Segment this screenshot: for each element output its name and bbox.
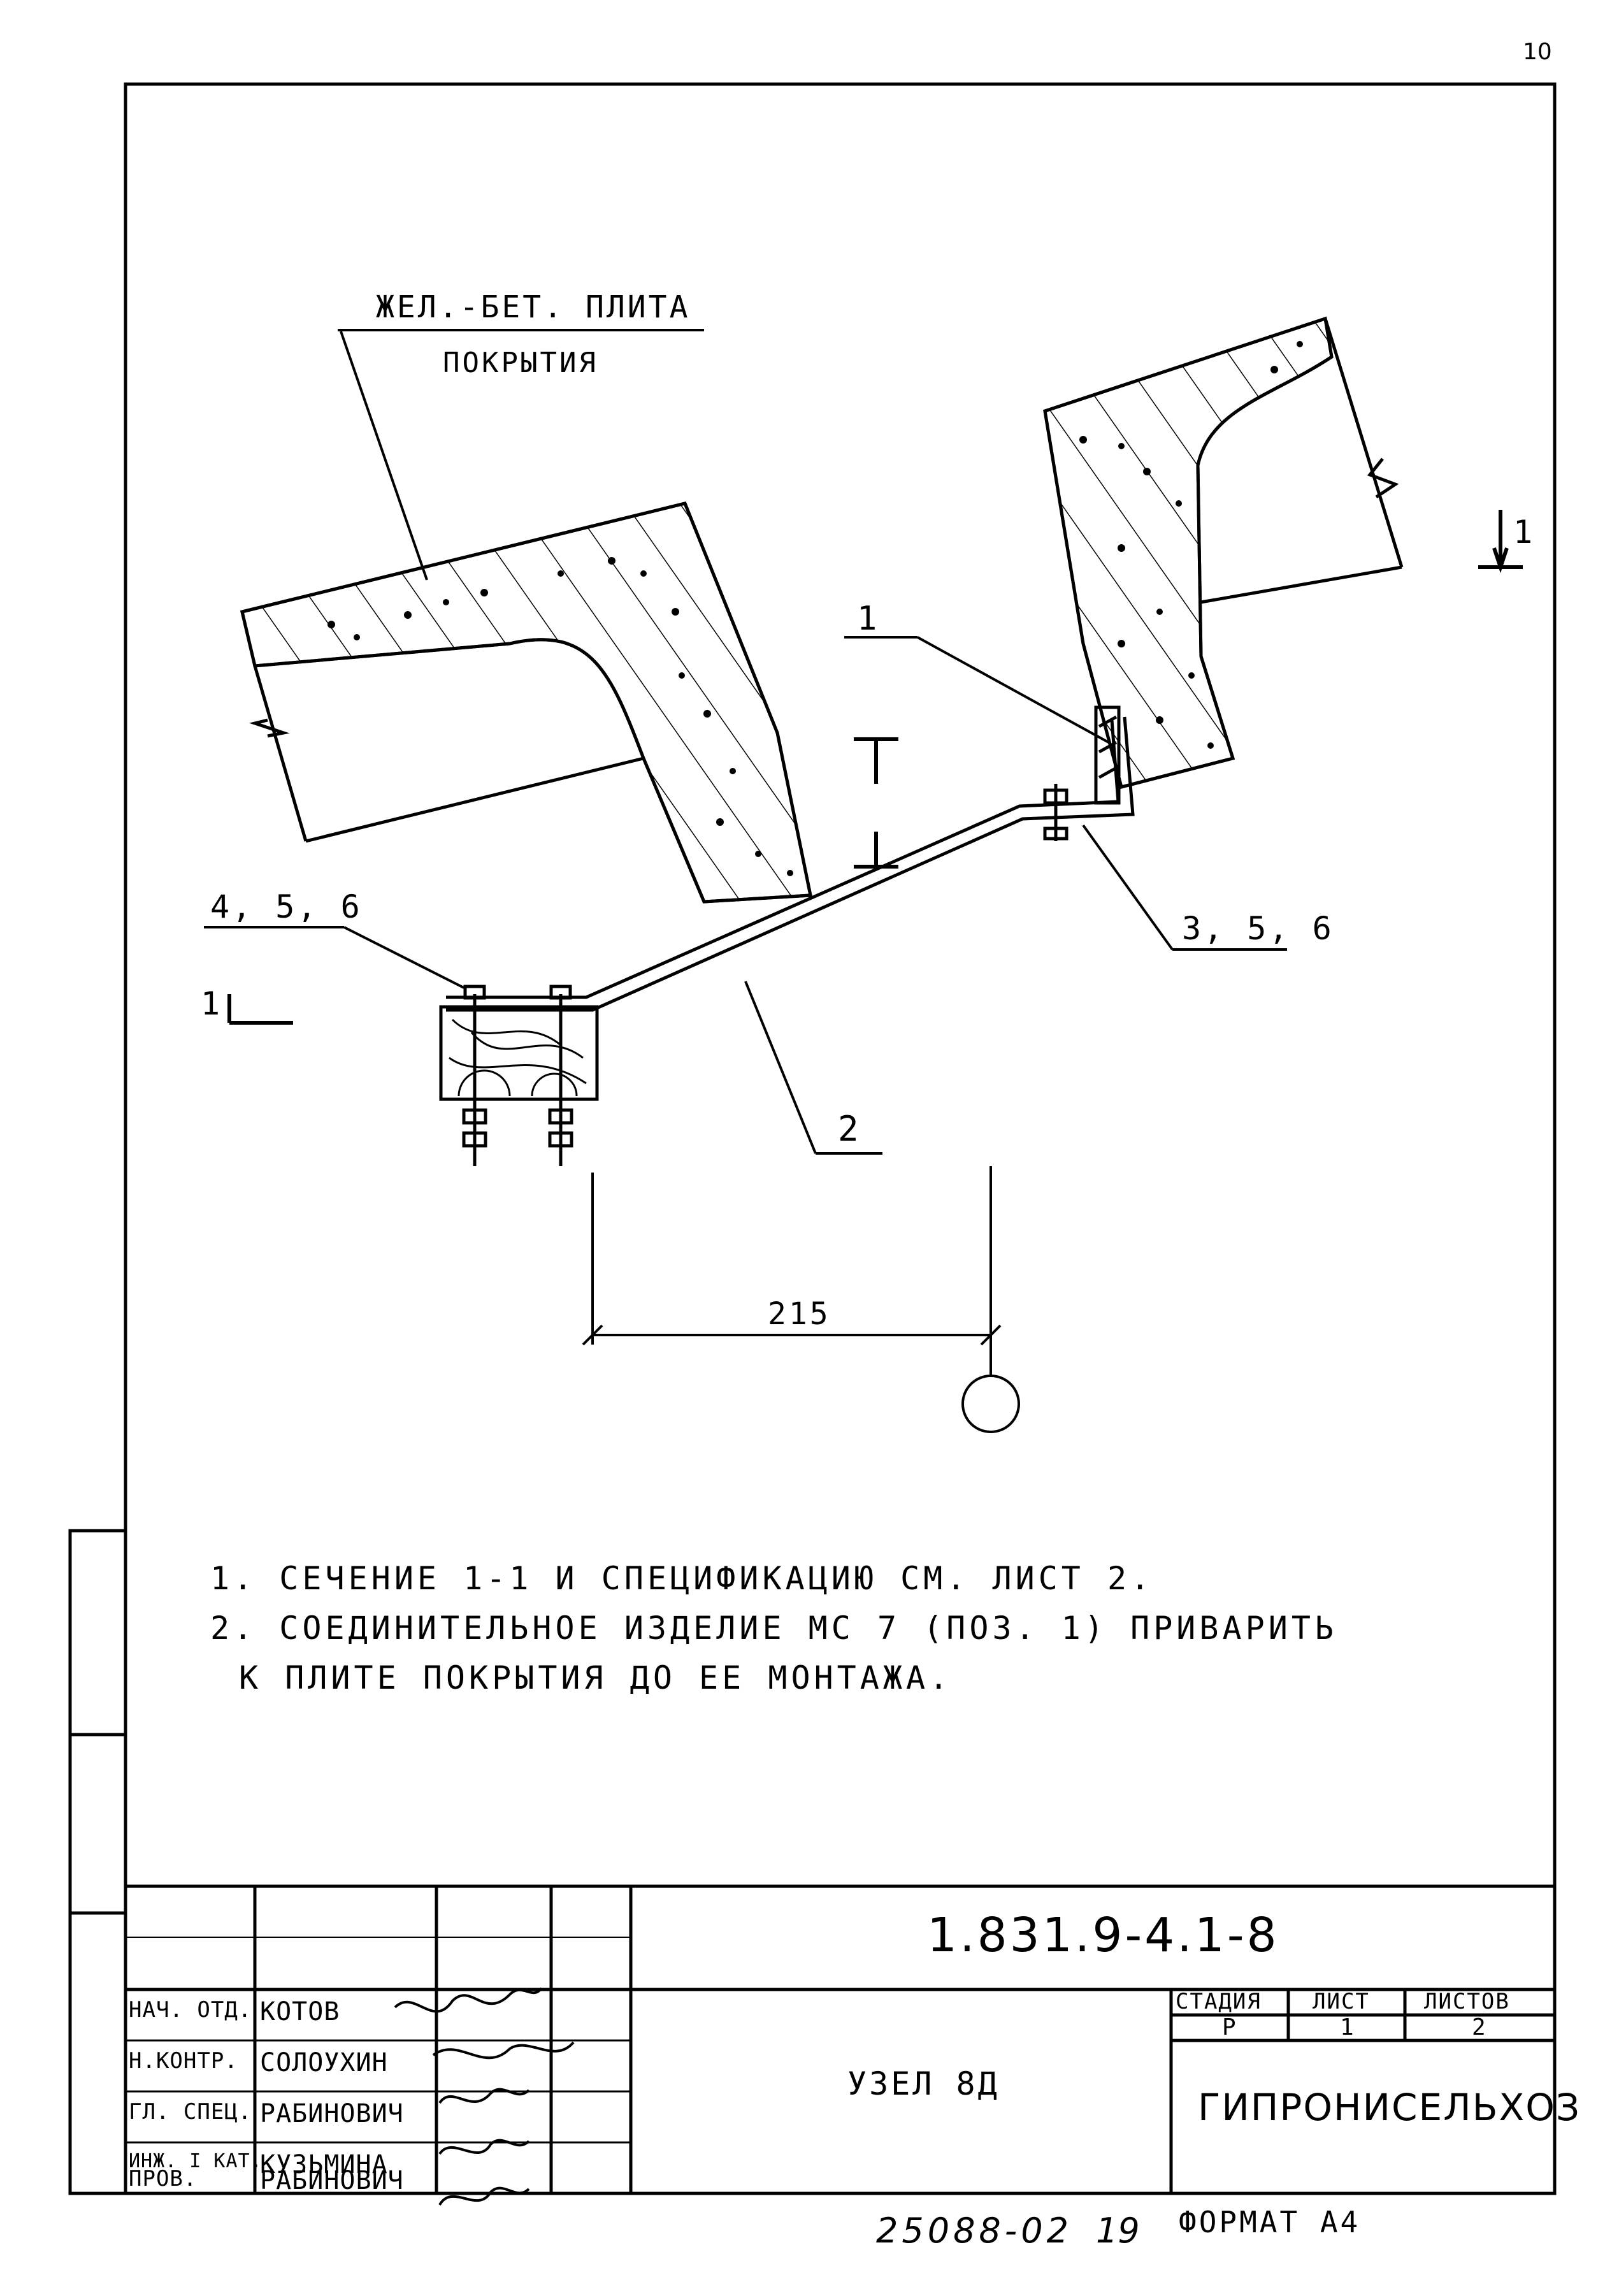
section-marks xyxy=(227,510,1523,1025)
sheets-value: 2 xyxy=(1472,2014,1487,2040)
callout-1: 1 xyxy=(857,600,880,638)
callout-3-5-6: 3, 5, 6 xyxy=(1182,910,1334,947)
dimension-215 xyxy=(582,1166,1020,1433)
title-block-grid xyxy=(126,1884,1555,2193)
signatures-handwritten xyxy=(394,1987,575,2206)
sign-role-5: ПРОВ. xyxy=(129,2166,198,2191)
sign-role-4: ИНЖ. I КАТ. xyxy=(129,2150,263,2172)
sign-name-5: РАБИНОВИЧ xyxy=(260,2166,404,2195)
callout-2: 2 xyxy=(838,1109,861,1149)
sign-name-3: РАБИНОВИЧ xyxy=(260,2099,404,2128)
section-mark-right-label: 1 xyxy=(1513,514,1536,551)
timber-beam xyxy=(439,985,599,1166)
callout-4-5-6: 4, 5, 6 xyxy=(210,888,363,925)
sheet-value: 1 xyxy=(1340,2014,1355,2040)
sign-role-1: НАЧ. ОТД. xyxy=(129,1997,252,2023)
slab-label-line1: ЖЕЛ.-БЕТ. ПЛИТА xyxy=(376,289,691,325)
slab-right-section xyxy=(1043,316,1404,790)
document-code: 1.831.9-4.1-8 xyxy=(927,1908,1279,1963)
stage-value: Р xyxy=(1222,2014,1237,2040)
stage-header: СТАДИЯ xyxy=(1176,1989,1262,2014)
axis-marker xyxy=(961,1375,1020,1433)
note-3: К ПЛИТЕ ПОКРЫТИЯ ДО ЕЕ МОНТАЖА. xyxy=(239,1659,953,1696)
note-2: 2. СОЕДИНИТЕЛЬНОЕ ИЗДЕЛИЕ МС 7 (ПОЗ. 1) … xyxy=(210,1610,1338,1647)
sign-role-3: ГЛ. СПЕЦ. xyxy=(129,2099,252,2125)
sign-name-2: СОЛОУХИН xyxy=(260,2048,388,2077)
sheets-header: ЛИСТОВ xyxy=(1424,1989,1510,2014)
slab-label-line2: ПОКРЫТИЯ xyxy=(443,347,598,379)
section-mark-left-label: 1 xyxy=(201,985,223,1022)
organization-name: ГИПРОНИСЕЛЬХОЗ xyxy=(1198,2086,1581,2129)
note-1: 1. СЕЧЕНИЕ 1-1 И СПЕЦИФИКАЦИЮ СМ. ЛИСТ 2… xyxy=(210,1560,1154,1597)
sign-name-1: КОТОВ xyxy=(260,1997,340,2026)
dimension-value: 215 xyxy=(768,1296,831,1332)
sign-role-2: Н.КОНТР. xyxy=(129,2048,238,2074)
drawing-title: УЗЕЛ 8Д xyxy=(847,2065,1000,2102)
leader-lines xyxy=(204,329,1287,1155)
page-reference: 19 xyxy=(1096,2211,1140,2251)
sign-name-4: КУЗЬМИНА xyxy=(260,2150,388,2179)
sheet-header: ЛИСТ xyxy=(1313,1989,1370,2014)
format-label: ФОРМАТ А4 xyxy=(1179,2205,1361,2239)
steel-bracket xyxy=(446,705,1135,1012)
slab-left-section xyxy=(240,502,813,904)
archive-number: 25088-02 xyxy=(876,2211,1072,2251)
page-number: 10 xyxy=(1523,39,1552,65)
sheet-frame xyxy=(68,82,1557,2195)
